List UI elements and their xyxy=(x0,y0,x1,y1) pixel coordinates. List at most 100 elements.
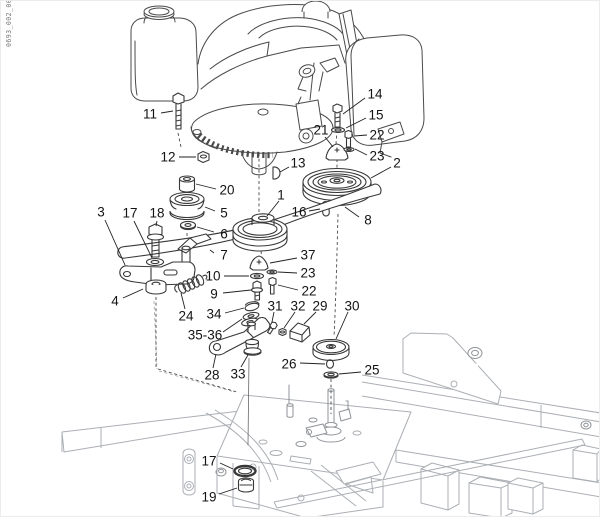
leader-line-16 xyxy=(308,208,321,212)
nut-32 xyxy=(278,327,287,337)
muffler-box xyxy=(345,34,425,146)
leader-line-14 xyxy=(342,97,366,115)
leader-line-13 xyxy=(279,166,290,173)
cap-34 xyxy=(244,301,260,312)
part-label-7: 7 xyxy=(220,248,228,263)
washer-25 xyxy=(323,371,339,379)
part-label-17b: 17 xyxy=(201,454,216,469)
crankshaft xyxy=(240,150,278,176)
chassis-spindle-assembly xyxy=(269,384,352,456)
part-label-34: 34 xyxy=(206,307,222,322)
leader-line-30 xyxy=(335,311,349,340)
bolt-14 xyxy=(332,103,343,128)
part-label-33: 33 xyxy=(230,367,245,382)
chassis-side-skirt xyxy=(205,409,384,516)
part-label-10: 10 xyxy=(205,269,220,284)
leader-line-6 xyxy=(196,226,215,233)
leader-line-20 xyxy=(195,183,217,190)
exploded-parts xyxy=(117,92,382,493)
part-label-29: 29 xyxy=(312,299,327,314)
chassis-left-link xyxy=(182,448,227,496)
part-label-6: 6 xyxy=(220,227,228,242)
leader-line-18 xyxy=(155,220,158,227)
part-label-25: 25 xyxy=(364,363,379,378)
flat-pulley-30 xyxy=(312,338,350,362)
leader-line-33 xyxy=(240,354,249,368)
bolt-22-upper xyxy=(344,129,353,148)
cap-19 xyxy=(237,477,255,493)
leader-line-5 xyxy=(204,206,216,212)
idler-arm-3 xyxy=(119,245,196,286)
chassis-cross-bar xyxy=(273,438,586,509)
part-label-23: 23 xyxy=(369,149,384,164)
part-label-17: 17 xyxy=(122,206,137,221)
nut-12 xyxy=(197,150,210,164)
o-ring-17-lower xyxy=(233,464,257,478)
part-label-22: 22 xyxy=(369,128,384,143)
brake-arm-28 xyxy=(208,316,271,356)
part-label-9: 9 xyxy=(210,287,218,302)
leader-line-21 xyxy=(324,136,334,148)
part-label-31: 31 xyxy=(267,299,282,314)
leader-line-31 xyxy=(271,311,275,323)
part-label-3: 3 xyxy=(97,205,105,220)
chassis-slotted-bracket xyxy=(402,332,502,405)
leader-line-4 xyxy=(122,288,144,299)
leader-line-9 xyxy=(222,289,252,294)
part-label-35-36: 35-36 xyxy=(188,328,223,343)
leader-line-35-36 xyxy=(222,318,243,333)
washer-23-upper xyxy=(343,147,355,152)
chassis-u-channel-feet xyxy=(420,444,599,516)
bolt-31 xyxy=(266,321,278,335)
woodruff-key-13 xyxy=(272,166,281,180)
part-label-24: 24 xyxy=(178,309,194,324)
part-label-2: 2 xyxy=(393,156,401,171)
part-label-28: 28 xyxy=(204,368,219,383)
throttle-lever xyxy=(318,57,340,92)
bolt-18 xyxy=(146,223,165,258)
part-label-21: 21 xyxy=(313,123,328,138)
part-label-16: 16 xyxy=(291,205,306,220)
spacer-bushing-20 xyxy=(178,175,196,193)
leader-line-17 xyxy=(133,220,153,259)
part-label-19: 19 xyxy=(201,490,216,505)
chassis-alignment-dashes xyxy=(153,300,236,393)
assembly-centerlines xyxy=(155,129,339,446)
part-label-8: 8 xyxy=(364,213,372,228)
part-label-4: 4 xyxy=(111,294,119,309)
part-label-14: 14 xyxy=(367,87,383,102)
chassis-frame xyxy=(61,300,599,516)
washer-23-lower xyxy=(266,269,278,275)
part-label-5: 5 xyxy=(220,206,228,221)
washer-6 xyxy=(179,220,197,231)
leader-line-19 xyxy=(218,487,238,495)
leader-line-37 xyxy=(269,257,298,264)
part-label-26: 26 xyxy=(281,357,296,372)
leader-line-24 xyxy=(180,292,186,310)
chassis-deck-plate xyxy=(216,394,412,481)
leader-line-11 xyxy=(160,110,174,114)
leader-line-22 xyxy=(353,134,368,137)
engine-illustration xyxy=(130,1,425,176)
part-label-18: 18 xyxy=(149,206,164,221)
leader-line-22b xyxy=(277,284,299,291)
leader-line-23b xyxy=(277,271,298,274)
leader-line-26 xyxy=(299,362,326,365)
dipstick xyxy=(297,64,316,92)
part-label-20: 20 xyxy=(219,183,234,198)
leader-line-15 xyxy=(345,117,367,129)
leader-line-28 xyxy=(212,353,217,369)
leader-line-23 xyxy=(354,148,368,156)
leader-line-34 xyxy=(224,307,245,314)
carburetor xyxy=(295,62,323,144)
part-label-1: 1 xyxy=(277,188,285,203)
belt-keeper-plate-21 xyxy=(325,143,349,161)
leader-line-1 xyxy=(266,200,280,217)
part-label-15: 15 xyxy=(368,108,383,123)
part-label-12: 12 xyxy=(160,150,175,165)
part-label-30: 30 xyxy=(344,299,359,314)
bushing-33 xyxy=(243,338,262,356)
washer-10 xyxy=(249,272,265,280)
